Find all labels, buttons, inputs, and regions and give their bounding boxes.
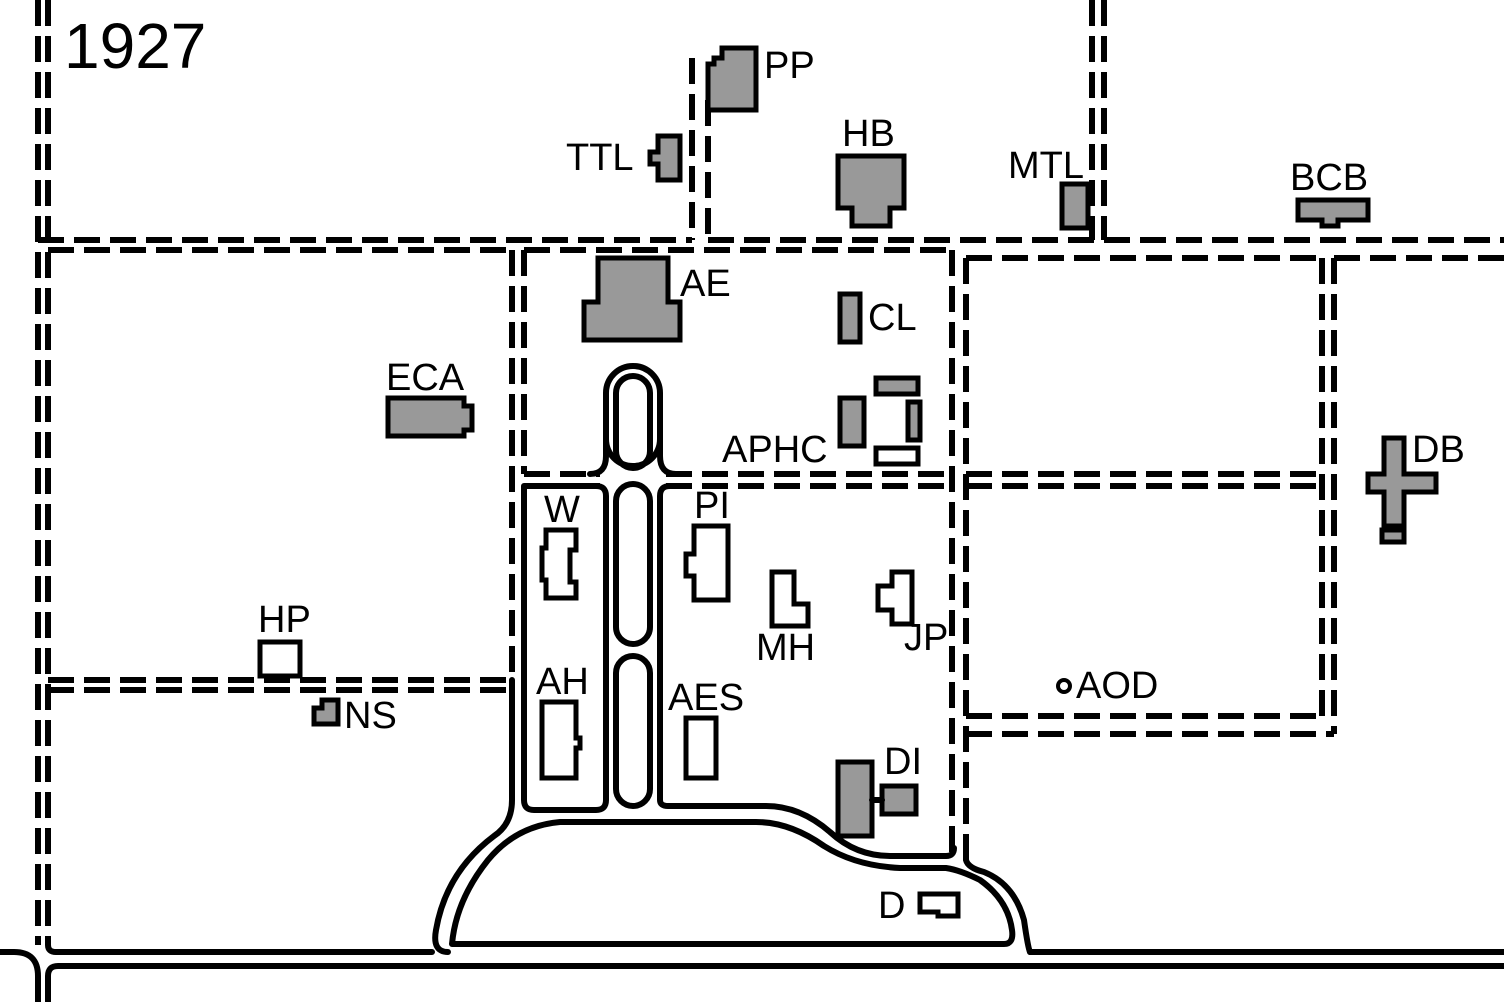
label-hb: HB [842,113,895,155]
building-di-1 [835,759,875,839]
building-db-annex [1379,527,1407,545]
building-ah [539,699,583,781]
building-ae [581,255,683,343]
label-aphc: APHC [722,429,828,471]
label-jp: JP [904,617,948,659]
building-pi [683,523,731,603]
map-year: 1927 [64,10,206,82]
building-eca [385,395,475,439]
label-db: DB [1412,429,1465,471]
buildings [257,45,1439,919]
label-ah: AH [536,661,589,703]
building-aphc-1 [837,395,867,449]
building-aes [683,715,719,781]
label-eca: ECA [386,357,465,399]
label-w: W [544,489,580,531]
label-cl: CL [868,297,917,339]
label-mh: MH [756,627,815,669]
aod-marker-icon [1056,678,1072,694]
building-bcb [1295,197,1371,229]
building-ttl [647,133,683,183]
building-pp [705,45,759,113]
building-mtl [1059,181,1091,231]
map-labels: 1927 PP TTL HB MTL BCB AE CL ECA APHC DB… [64,10,1465,927]
label-ttl: TTL [566,137,634,179]
label-ae: AE [680,263,731,305]
building-mh [769,569,811,629]
label-bcb: BCB [1290,157,1368,199]
building-aphc-2 [873,375,921,397]
building-aphc-3 [905,399,923,443]
label-d: D [878,885,905,927]
building-ns [311,697,341,727]
label-di: DI [884,741,922,783]
building-hb [835,153,907,229]
building-cl [837,291,863,345]
label-mtl: MTL [1008,145,1084,187]
label-ns: NS [344,695,397,737]
building-aphc-4 [873,445,921,467]
solid-roads [0,363,1504,1002]
label-pi: PI [694,485,730,527]
building-jp [875,569,915,627]
label-aes: AES [668,677,744,719]
label-pp: PP [764,45,815,87]
building-di-2 [879,783,919,817]
label-hp: HP [258,599,311,641]
building-hp [257,639,303,679]
label-aod: AOD [1076,665,1158,707]
building-d [917,891,961,919]
building-w [539,527,579,601]
